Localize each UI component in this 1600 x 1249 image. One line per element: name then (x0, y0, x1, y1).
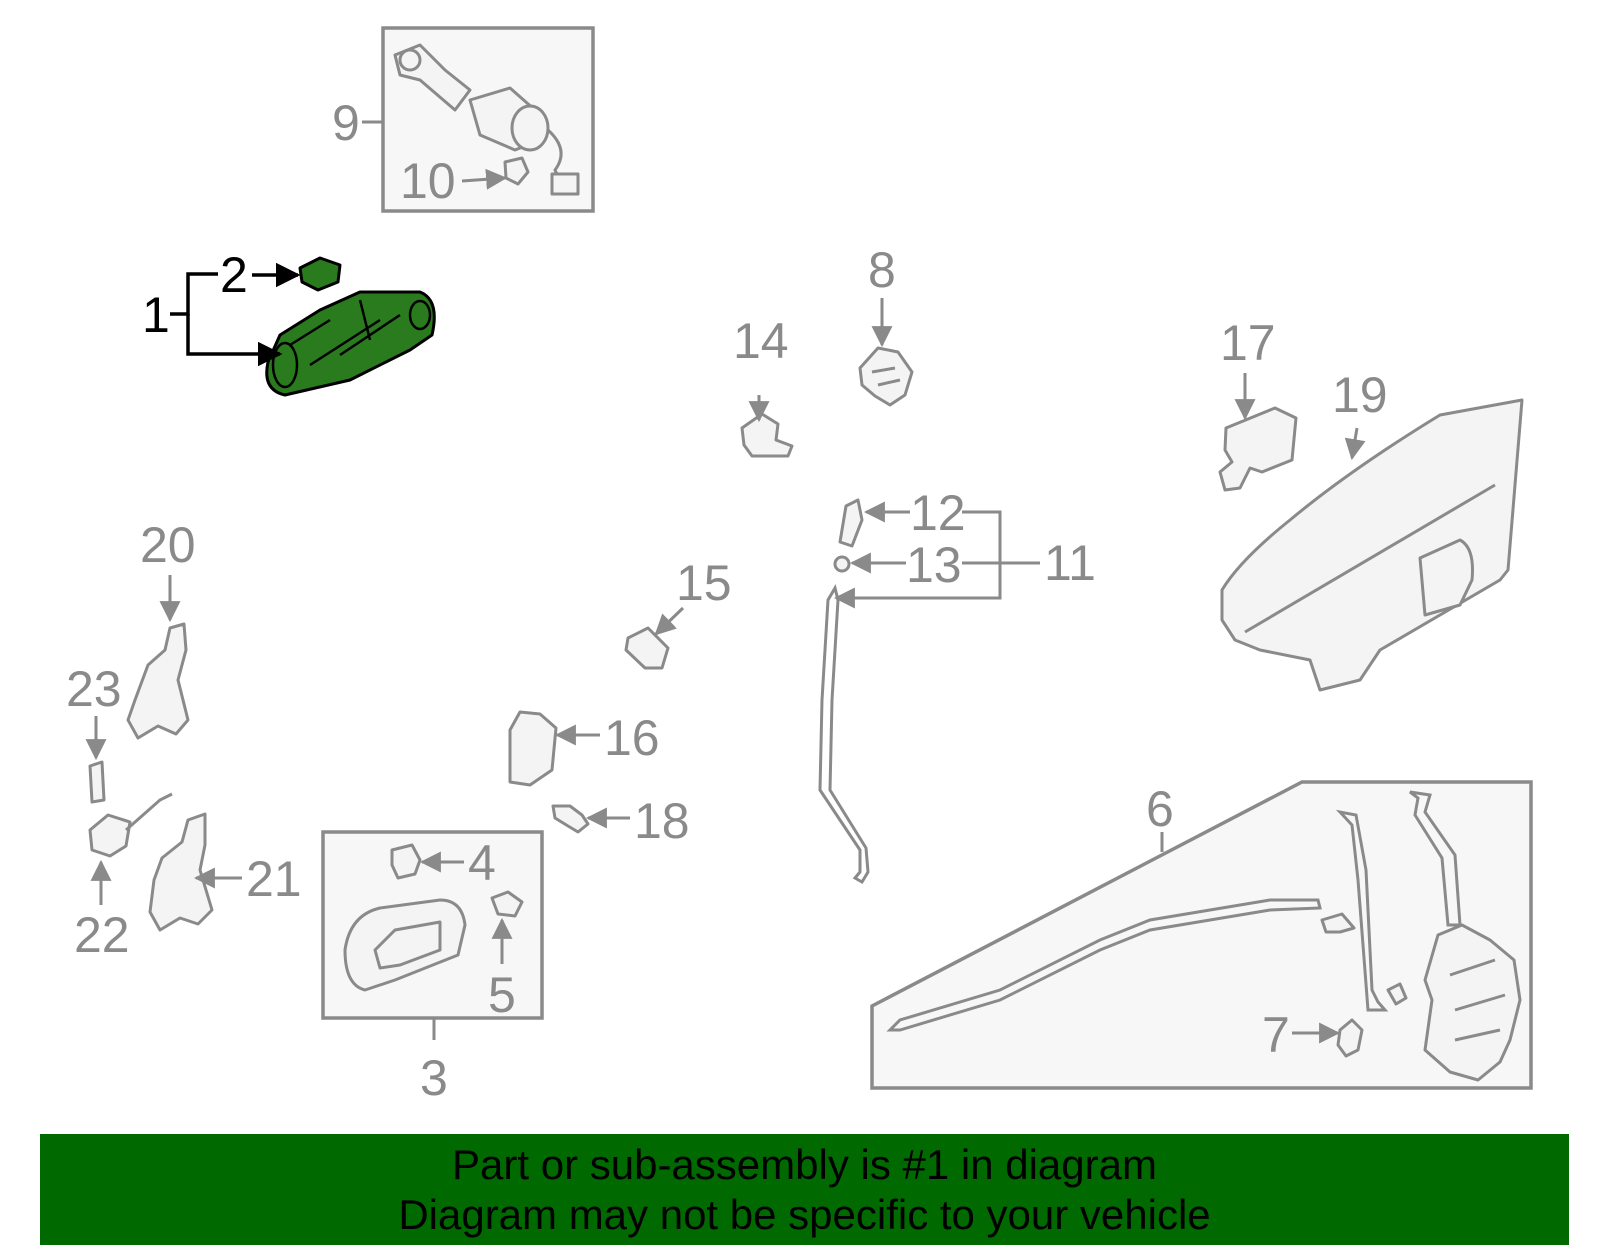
part-20[interactable] (126, 622, 190, 740)
actuator-rods[interactable] (886, 790, 1462, 1032)
label-3: 3 (420, 1050, 448, 1106)
part-13[interactable] (833, 555, 851, 573)
part-21[interactable] (148, 812, 214, 932)
part-22[interactable] (88, 792, 173, 858)
callout-labels: 1 2 3 4 5 6 7 8 9 10 11 12 13 14 15 16 1… (66, 95, 1388, 1106)
rod-11[interactable] (818, 584, 870, 885)
inside-handle-part[interactable] (343, 898, 467, 992)
part-4[interactable] (390, 843, 422, 880)
label-12: 12 (910, 485, 966, 541)
label-10: 10 (400, 153, 456, 209)
label-8: 8 (868, 242, 896, 298)
label-14: 14 (733, 313, 789, 369)
label-18: 18 (634, 793, 690, 849)
label-7: 7 (1262, 1007, 1290, 1063)
label-11: 11 (1044, 535, 1096, 591)
banner-line-2: Diagram may not be specific to your vehi… (398, 1190, 1211, 1238)
label-13: 13 (906, 537, 962, 593)
part-5[interactable] (490, 890, 524, 918)
label-16: 16 (604, 710, 660, 766)
lock-actuator-part[interactable] (1423, 923, 1522, 1082)
part-19-door-glass[interactable] (1220, 398, 1524, 692)
label-17: 17 (1220, 315, 1276, 371)
lock-cylinder-group (381, 26, 595, 213)
info-banner: Part or sub-assembly is #1 in diagram Di… (40, 1134, 1569, 1245)
part-15[interactable] (624, 626, 670, 670)
part-7[interactable] (1336, 1018, 1364, 1058)
part-16[interactable] (508, 710, 558, 787)
small-clip-part[interactable] (1320, 912, 1408, 1006)
label-15: 15 (676, 555, 732, 611)
label-5: 5 (488, 967, 516, 1023)
lock-cylinder-part[interactable] (393, 43, 580, 196)
label-6: 6 (1146, 781, 1174, 837)
label-1: 1 (142, 287, 170, 343)
part-17[interactable] (1218, 406, 1298, 492)
part-23[interactable] (88, 760, 106, 804)
leader-lines (85, 120, 1366, 1044)
label-2: 2 (220, 247, 248, 303)
banner-line-1: Part or sub-assembly is #1 in diagram (452, 1140, 1157, 1188)
part-8[interactable] (858, 346, 914, 407)
outside-handle-highlighted[interactable] (265, 290, 436, 397)
part-12[interactable] (838, 498, 864, 548)
label-19: 19 (1332, 367, 1388, 423)
handle-cap-highlighted[interactable] (298, 256, 342, 292)
label-23: 23 (66, 661, 122, 717)
label-9: 9 (332, 95, 360, 151)
label-22: 22 (74, 907, 130, 963)
label-4: 4 (468, 835, 496, 891)
label-20: 20 (140, 517, 196, 573)
part-18[interactable] (551, 804, 590, 834)
label-21: 21 (246, 851, 302, 907)
part-14[interactable] (740, 412, 794, 458)
lock-actuator-group (870, 780, 1533, 1090)
